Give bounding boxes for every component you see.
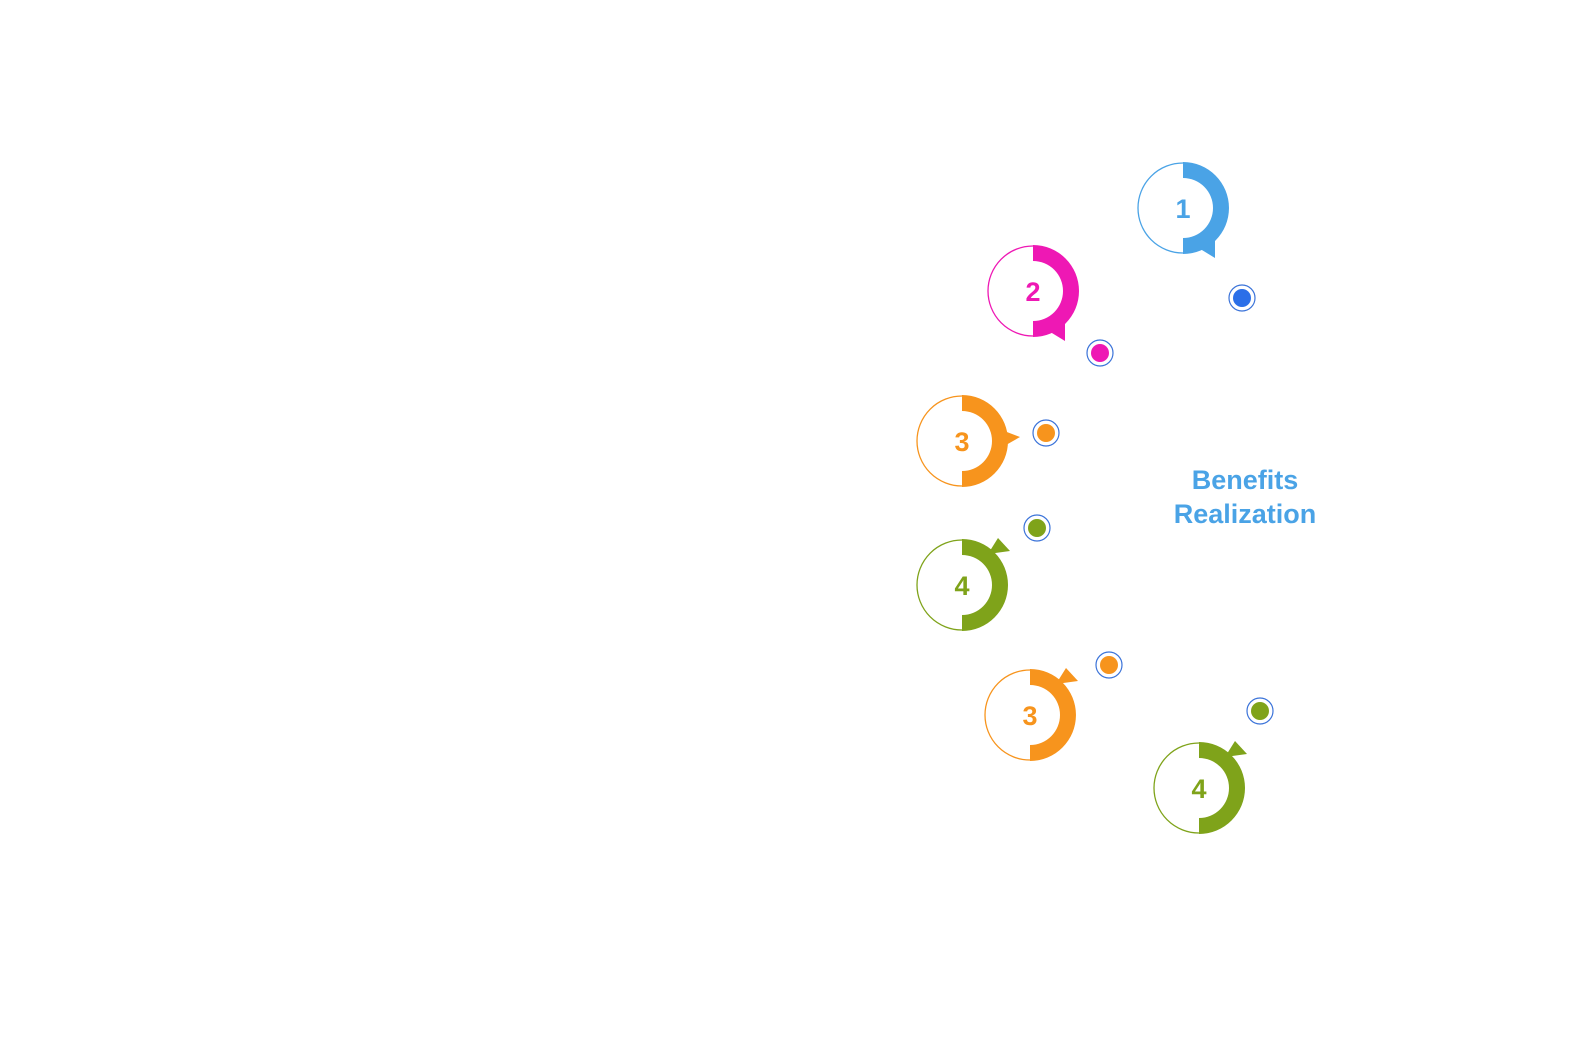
step-pointer-arrow	[1197, 239, 1215, 258]
step-half-band	[1199, 742, 1245, 834]
step-connector-dot	[1086, 339, 1114, 367]
step-2: 2	[987, 245, 1114, 367]
center-title: Benefits Realization	[1150, 463, 1340, 531]
step-number-label: 3	[954, 427, 969, 457]
center-title-line-2: Realization	[1173, 499, 1317, 529]
step-number-label: 3	[1022, 701, 1037, 731]
step-half-band	[1183, 162, 1229, 254]
dot-fill	[1100, 656, 1118, 674]
step-6: 4	[1153, 697, 1274, 834]
step-half-band	[962, 539, 1008, 631]
step-connector-dot	[1023, 514, 1051, 542]
step-number-label: 4	[1191, 774, 1206, 804]
dot-fill	[1233, 289, 1251, 307]
step-1: 1	[1137, 162, 1256, 312]
dot-fill	[1037, 424, 1055, 442]
step-number-label: 4	[954, 571, 969, 601]
step-half-band	[962, 395, 1008, 487]
step-connector-dot	[1228, 284, 1256, 312]
step-3: 3	[916, 395, 1060, 487]
step-4: 4	[916, 514, 1051, 631]
step-pointer-arrow	[988, 538, 1010, 554]
step-connector-dot	[1095, 651, 1123, 679]
step-number-label: 1	[1175, 194, 1190, 224]
step-5: 3	[984, 651, 1123, 761]
dot-fill	[1251, 702, 1269, 720]
step-connector-dot	[1032, 419, 1060, 447]
step-connector-dot	[1246, 697, 1274, 725]
center-title-line-1: Benefits	[1191, 465, 1299, 495]
step-pointer-arrow	[1047, 322, 1065, 341]
step-pointer-arrow	[1225, 741, 1247, 757]
step-pointer-arrow	[999, 429, 1020, 449]
step-number-label: 2	[1025, 277, 1040, 307]
step-pointer-arrow	[1056, 668, 1078, 684]
dot-fill	[1028, 519, 1046, 537]
step-half-band	[1030, 669, 1076, 761]
dot-fill	[1091, 344, 1109, 362]
step-half-band	[1033, 245, 1079, 337]
